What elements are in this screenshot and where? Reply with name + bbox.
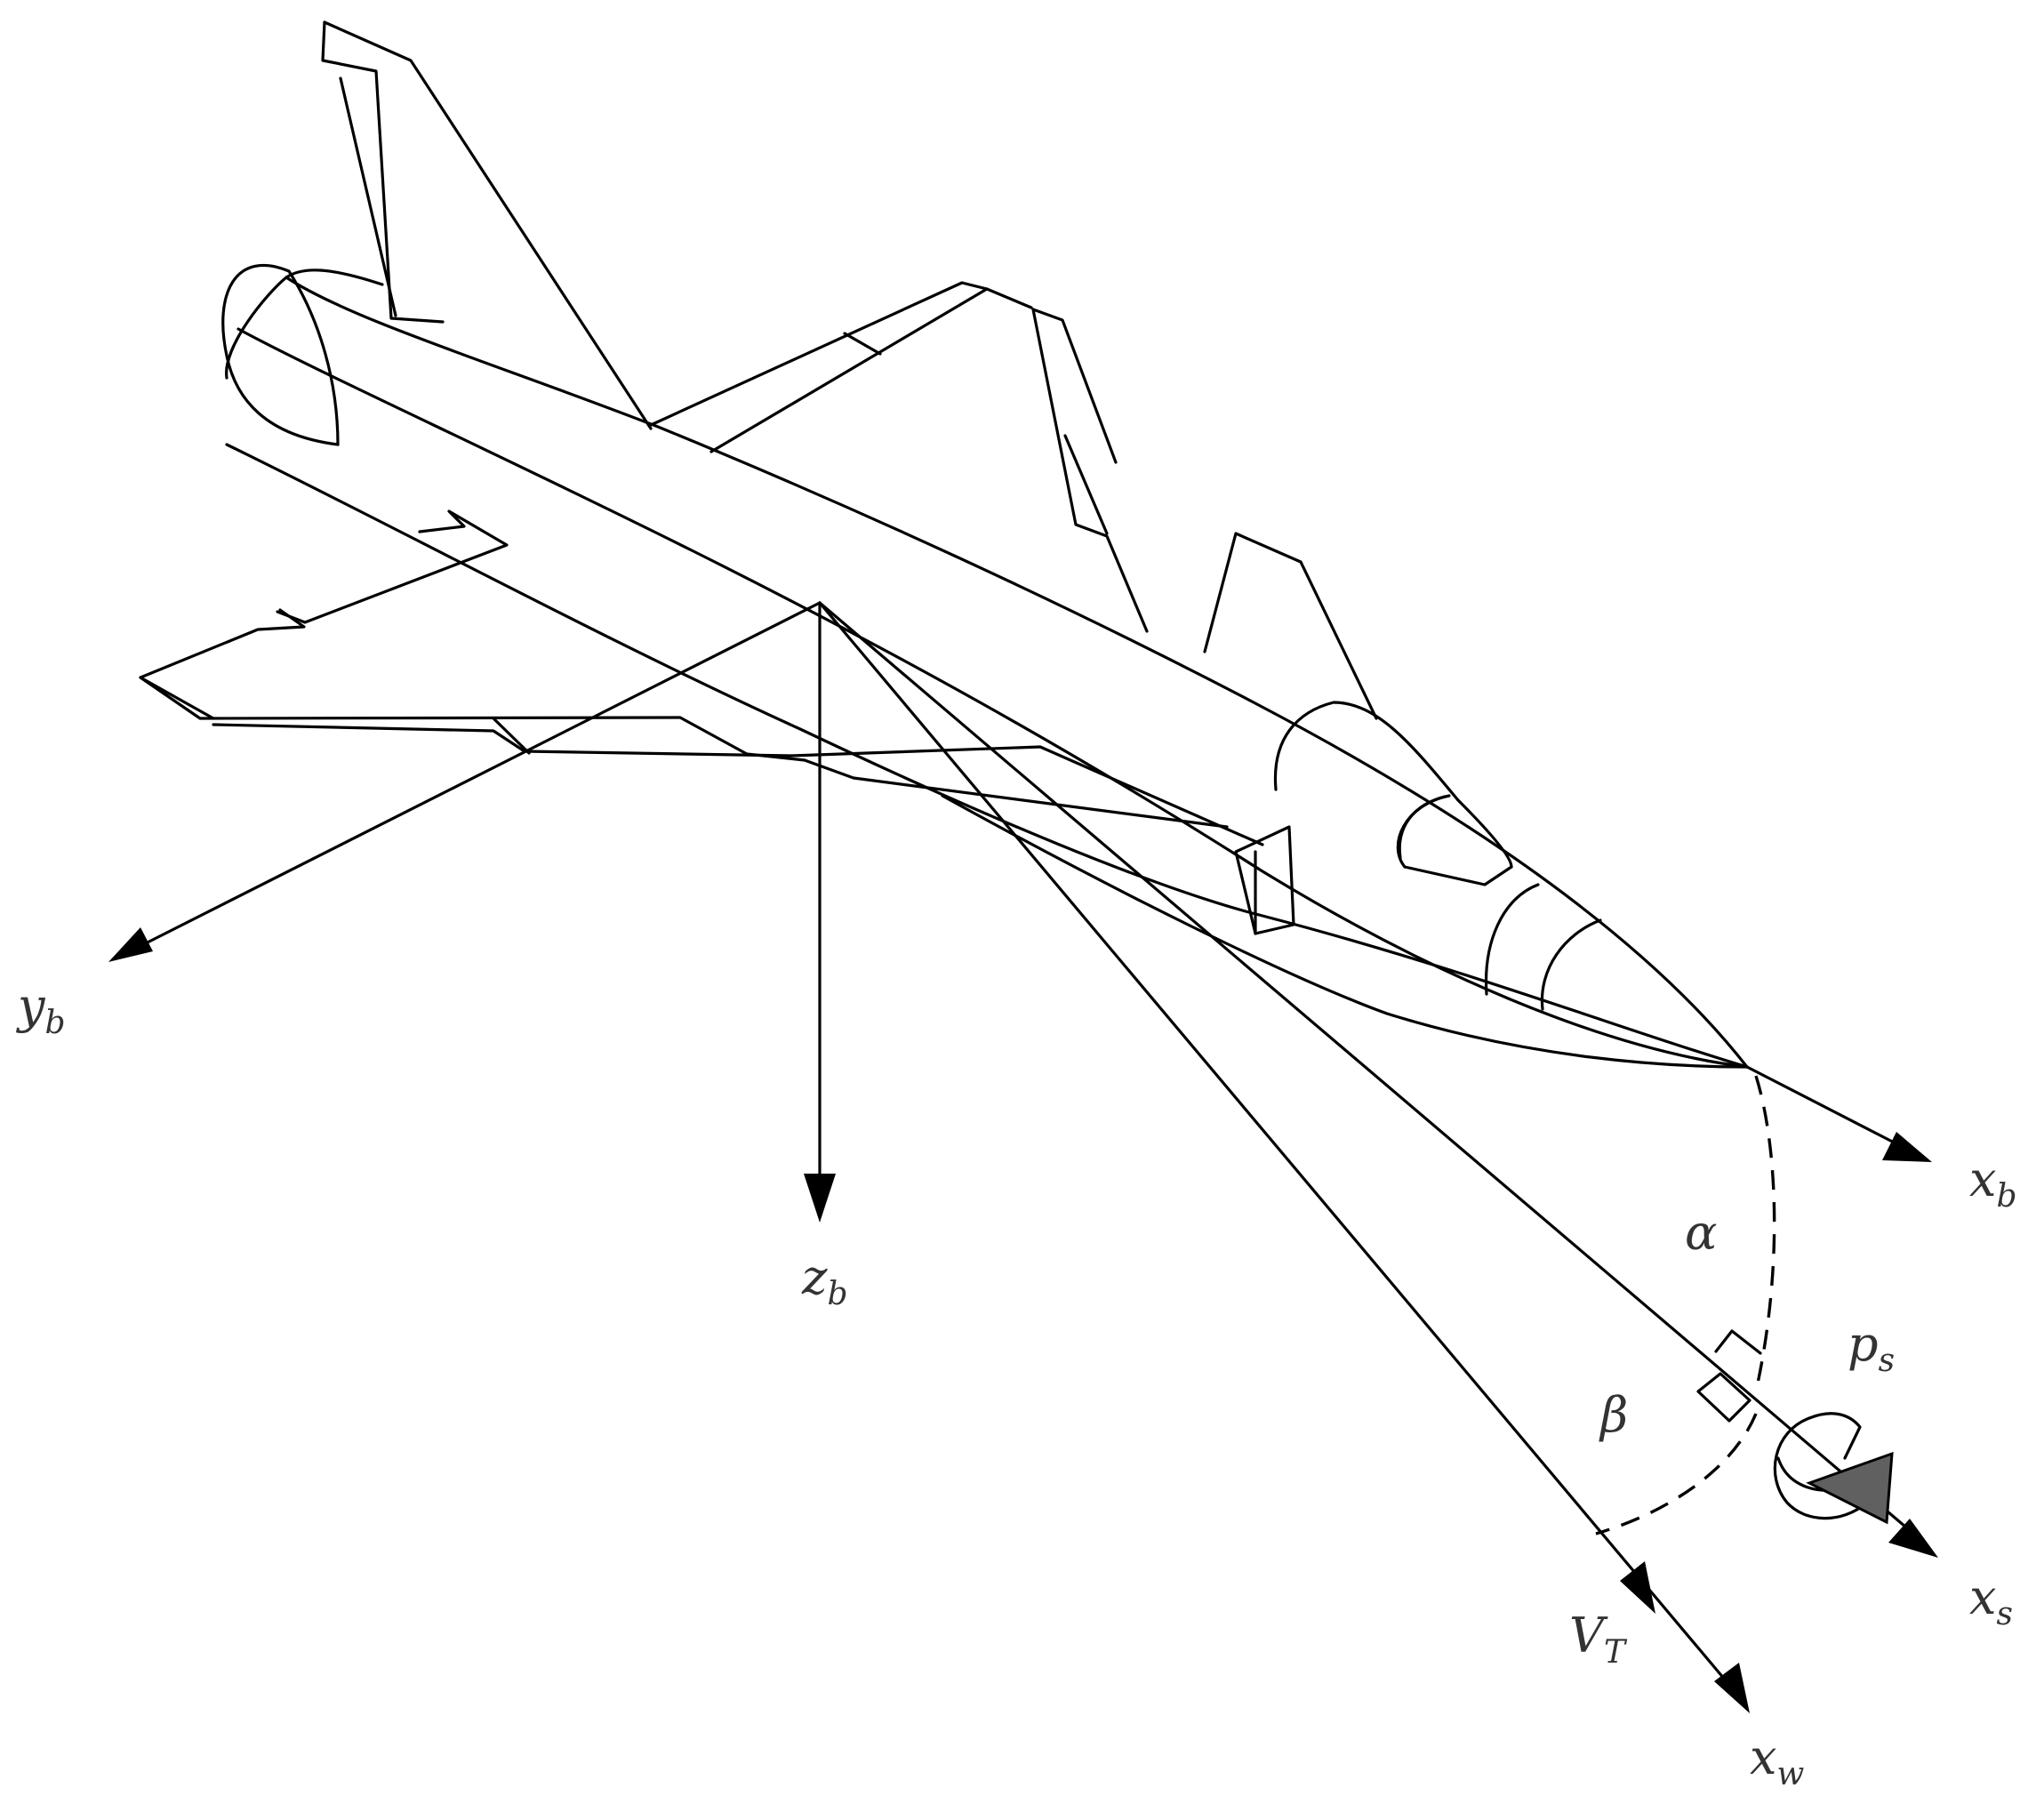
engine-nozzle [221, 264, 384, 446]
label-xb: xb [1969, 1151, 2017, 1215]
xs-arrowhead [1888, 1519, 1938, 1558]
right-angle-marker-upper [1714, 1329, 1762, 1355]
dorsal-fin [1203, 532, 1378, 720]
label-ps: ps [1848, 1316, 1895, 1379]
xw-axis-line [818, 601, 1731, 1687]
label-alpha: α [1685, 1205, 1717, 1261]
label-beta: β [1599, 1387, 1628, 1443]
xb-axis-line [1745, 1065, 1904, 1149]
alpha-arc [1754, 1075, 1776, 1392]
cockpit-canopy [1273, 701, 1513, 886]
axis-labels: yb zb xb xs xw VT ps α β [16, 978, 2017, 1792]
far-stabilizer [1031, 308, 1149, 633]
xw-arrowhead [1714, 1663, 1750, 1713]
far-wing [649, 281, 1033, 453]
angle-arcs [1595, 1075, 1776, 1535]
nose-rings [1484, 883, 1602, 1011]
label-zb: zb [801, 1249, 848, 1312]
label-xs: xs [1969, 1569, 2013, 1632]
fuselage [225, 276, 1749, 1069]
yb-axis-line [132, 601, 822, 951]
aircraft [139, 20, 1749, 1069]
vt-arrowhead [1620, 1561, 1655, 1614]
label-yb: yb [16, 978, 66, 1041]
roll-arrow-icon [1806, 1451, 1894, 1525]
roll-rate-symbol [1773, 1412, 1894, 1525]
label-vt: VT [1569, 1608, 1628, 1671]
beta-arc [1595, 1413, 1758, 1535]
zb-arrowhead [804, 1174, 836, 1223]
yb-arrowhead [108, 927, 153, 962]
right-angle-marker-lower [1696, 1372, 1751, 1423]
xb-arrowhead [1882, 1132, 1932, 1162]
near-wing [139, 509, 1264, 846]
axis-lines [108, 601, 1938, 1713]
vertical-tail [321, 20, 653, 430]
xs-axis-line [818, 601, 1913, 1534]
label-xw: xw [1750, 1729, 1804, 1792]
air-intake [1234, 825, 1295, 935]
